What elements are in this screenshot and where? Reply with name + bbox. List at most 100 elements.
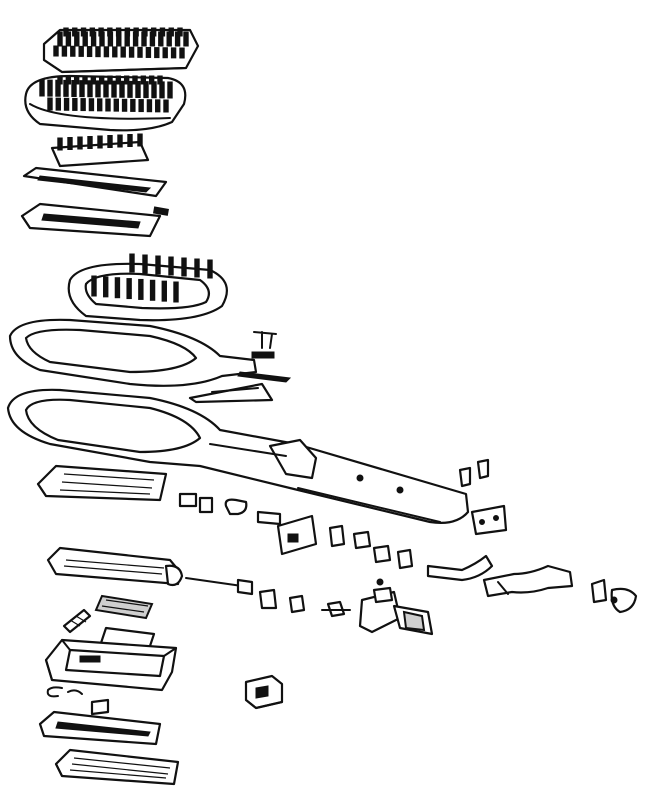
bristle bbox=[123, 75, 130, 85]
bristle bbox=[82, 75, 88, 85]
bristle bbox=[90, 75, 97, 85]
c-clip bbox=[46, 686, 83, 698]
bristle bbox=[103, 80, 109, 98]
bristle bbox=[142, 27, 148, 37]
bristle bbox=[168, 27, 174, 37]
ring-pin bbox=[168, 256, 174, 276]
ring-pin bbox=[126, 278, 132, 300]
bristle bbox=[137, 46, 143, 58]
handle-housing bbox=[6, 388, 470, 524]
bristle bbox=[138, 99, 144, 113]
bristle bbox=[113, 98, 119, 112]
heating-pin bbox=[117, 134, 123, 148]
bristle bbox=[89, 27, 96, 37]
heating-pin bbox=[107, 135, 113, 148]
bristle bbox=[140, 75, 147, 85]
cover-plate-upper bbox=[38, 710, 162, 746]
ring-pin bbox=[207, 259, 213, 279]
heating-pin bbox=[127, 134, 133, 147]
bristle bbox=[167, 81, 173, 99]
heating-pins-row bbox=[50, 133, 150, 168]
bristle bbox=[63, 27, 69, 37]
brush-frame bbox=[8, 318, 292, 387]
bristle bbox=[53, 45, 59, 57]
bristle bbox=[107, 75, 113, 85]
ring-pin bbox=[149, 279, 156, 301]
heating-pin bbox=[57, 137, 63, 151]
bristle bbox=[86, 46, 93, 58]
bristle bbox=[183, 31, 189, 47]
ring-pin bbox=[173, 281, 179, 303]
connector-parts bbox=[328, 524, 414, 586]
heating-pin bbox=[67, 137, 73, 150]
bristle bbox=[120, 46, 126, 58]
bristle bbox=[105, 98, 111, 112]
cover-plate-lower bbox=[54, 748, 180, 786]
ring-pin bbox=[114, 277, 121, 299]
mesh-pad bbox=[94, 594, 154, 620]
bristle bbox=[163, 99, 169, 113]
screw-pair bbox=[458, 458, 490, 488]
bristle bbox=[57, 31, 63, 47]
ring-pin bbox=[103, 276, 109, 298]
bristle bbox=[170, 47, 177, 59]
bristle bbox=[115, 75, 122, 85]
bristle bbox=[98, 27, 104, 37]
bristle bbox=[95, 46, 101, 58]
bristle bbox=[121, 98, 128, 112]
bristle bbox=[80, 98, 86, 112]
small-square bbox=[90, 698, 110, 716]
bristle bbox=[57, 75, 63, 85]
bristle bbox=[63, 97, 70, 111]
heating-pin bbox=[87, 136, 93, 149]
bristle bbox=[157, 75, 163, 85]
ring-pin bbox=[155, 255, 161, 275]
heating-pin bbox=[137, 133, 143, 147]
bristle bbox=[150, 27, 157, 37]
ring-pin bbox=[194, 258, 200, 278]
bristle bbox=[47, 97, 53, 111]
bristle bbox=[127, 80, 133, 98]
small-clip bbox=[152, 206, 169, 216]
bristle bbox=[179, 47, 185, 59]
base-tray bbox=[44, 638, 178, 692]
bristle bbox=[159, 27, 166, 37]
bristle bbox=[88, 98, 95, 112]
bristle bbox=[98, 75, 105, 85]
heating-pin bbox=[97, 135, 103, 149]
bristle-cap-lower bbox=[24, 74, 187, 132]
ring-pin bbox=[138, 278, 144, 300]
heating-plate-upper bbox=[22, 166, 168, 198]
bristle bbox=[130, 98, 136, 112]
cord-sleeve bbox=[426, 554, 574, 598]
bristle bbox=[132, 75, 138, 85]
end-plate bbox=[470, 504, 508, 536]
bristle bbox=[95, 80, 101, 98]
bristle bbox=[135, 81, 141, 98]
bristle bbox=[73, 75, 80, 85]
bristle bbox=[39, 79, 45, 97]
bristle bbox=[80, 27, 87, 37]
motor-unit bbox=[258, 586, 434, 636]
bristle bbox=[133, 27, 139, 37]
ring-pin bbox=[91, 275, 97, 297]
bristle bbox=[154, 47, 160, 59]
bristle-ring bbox=[67, 253, 228, 322]
switch-board bbox=[36, 464, 168, 502]
bristle bbox=[87, 80, 93, 98]
ring-pin bbox=[142, 254, 148, 274]
bristle bbox=[47, 79, 53, 97]
bristle bbox=[115, 27, 122, 37]
screw-pins bbox=[251, 331, 277, 359]
bristle bbox=[65, 75, 72, 85]
heating-plate-lower bbox=[20, 202, 162, 238]
bristle bbox=[78, 45, 84, 57]
circuit-plate bbox=[276, 514, 318, 556]
bristle bbox=[61, 45, 68, 57]
bristle bbox=[72, 97, 78, 111]
bristle bbox=[72, 27, 78, 37]
bristle bbox=[112, 46, 118, 58]
bristle bbox=[148, 75, 155, 85]
